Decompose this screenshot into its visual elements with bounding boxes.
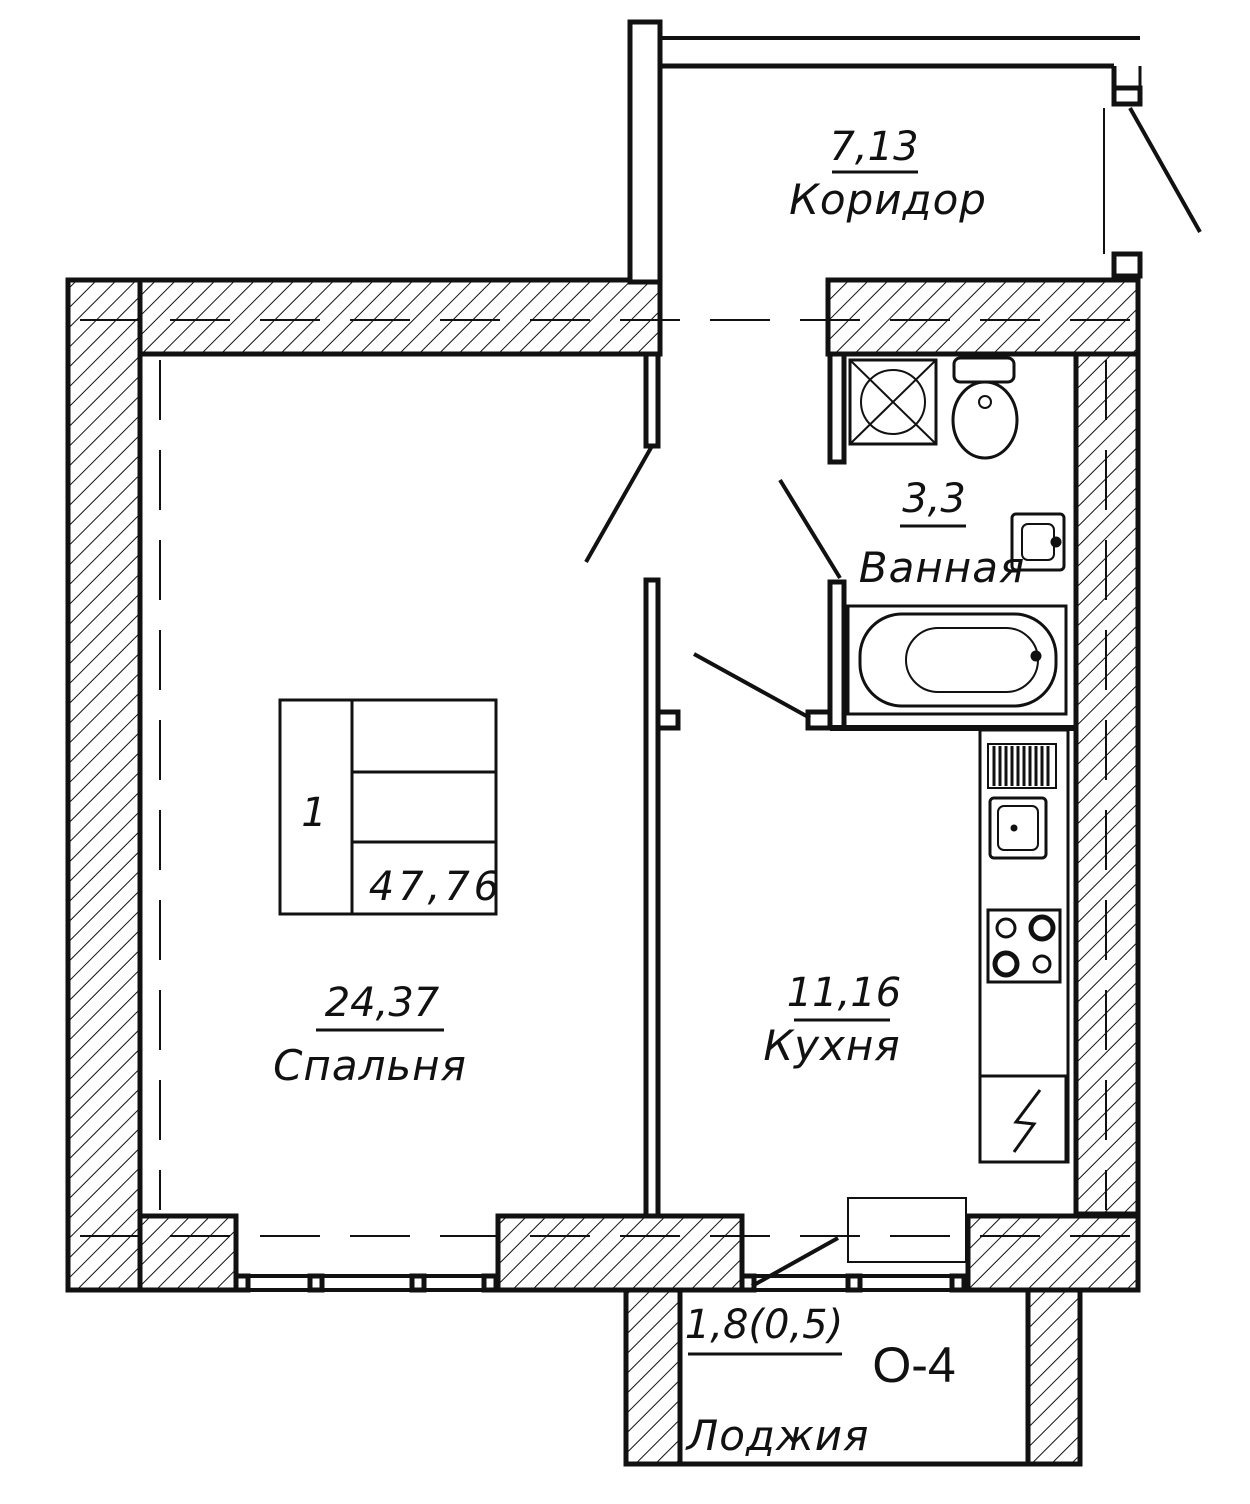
loggia-wall-right	[1025, 1287, 1083, 1467]
summary-total-area: 47,76	[369, 864, 504, 910]
kitchen-area: 11,16	[787, 970, 902, 1016]
toilet-tank-icon	[952, 356, 1016, 384]
room-bedroom: 24,37 Спальня	[273, 980, 467, 1090]
loggia-wall-left	[623, 1287, 683, 1467]
wall-top-right	[825, 277, 1141, 357]
dish-rack-icon	[987, 743, 1057, 789]
corridor-area: 7,13	[829, 124, 918, 170]
toilet-icon	[951, 380, 1019, 460]
bedroom-area: 24,37	[325, 980, 440, 1026]
room-loggia: 1,8(0,5) Лоджия	[685, 1302, 870, 1460]
room-bathroom: 3,3 Ванная	[859, 476, 1025, 592]
loggia-name: Лоджия	[685, 1411, 870, 1460]
room-corridor: 7,13 Коридор	[789, 124, 987, 224]
stove-icon	[986, 908, 1062, 984]
door-swings	[584, 107, 1202, 1288]
wall-bottom-left	[137, 1213, 239, 1293]
axis-lines	[80, 319, 1140, 1237]
apartment-code: О-4	[872, 1337, 955, 1393]
room-kitchen: 11,16 Кухня	[763, 970, 901, 1070]
wall-top-left	[137, 277, 663, 357]
kitchen-name: Кухня	[763, 1021, 900, 1070]
bedroom-name: Спальня	[273, 1041, 467, 1090]
bathroom-name: Ванная	[859, 543, 1025, 592]
summary-box	[278, 698, 498, 916]
loggia-area: 1,8(0,5)	[685, 1302, 843, 1348]
interior-walls	[233, 19, 1143, 1467]
wall-bottom-mid	[495, 1213, 745, 1293]
corridor-name: Коридор	[789, 175, 987, 224]
kitchen-fixtures	[978, 728, 1070, 1164]
wall-bottom-right	[965, 1213, 1141, 1293]
exterior-walls	[65, 277, 1141, 1467]
wall-right	[1073, 351, 1141, 1217]
bathroom-fixtures	[846, 356, 1068, 716]
fridge-icon	[978, 1074, 1068, 1164]
wall-left	[65, 277, 143, 1293]
bathroom-area: 3,3	[902, 476, 966, 522]
summary-rooms-count: 1	[301, 790, 330, 836]
